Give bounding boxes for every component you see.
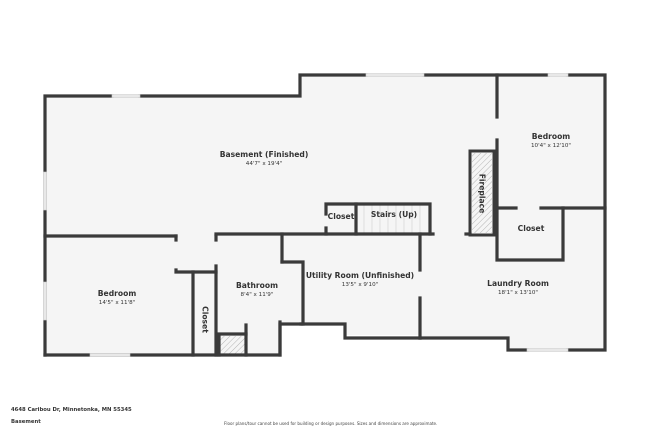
room-name: Bedroom (531, 132, 571, 141)
room-label-bedroom-sw: Bedroom 14'5" x 11'8" (98, 289, 136, 307)
room-dimensions: 10'4" x 12'10" (530, 143, 572, 149)
room-label-laundry-room: Laundry Room 18'1" x 13'10" (487, 279, 549, 297)
stairs-treads (363, 205, 421, 233)
closet-center-label: Closet (327, 212, 355, 221)
room-label-basement-finished: Basement (Finished) 44'7" x 19'4" (220, 150, 309, 168)
room-dimensions: 13'5" x 9'10" (341, 282, 379, 288)
room-dimensions: 18'1" x 13'10" (497, 290, 538, 296)
stairs-label: Stairs (Up) (370, 210, 418, 219)
room-dimensions: 14'5" x 11'8" (98, 300, 136, 306)
room-label-bedroom-ne: Bedroom 10'4" x 12'10" (531, 132, 571, 150)
room-label-bathroom: Bathroom 8'4" x 11'9" (236, 281, 278, 299)
room-dimensions: 44'7" x 19'4" (245, 161, 283, 167)
fireplace-hatch (472, 153, 492, 233)
closet-laundry-label: Closet (517, 224, 545, 233)
room-name: Basement (Finished) (219, 150, 309, 159)
walls (43, 73, 607, 357)
closet-bedroom-label: Closet (200, 306, 210, 333)
room-label-utility-room: Utility Room (Unfinished) 13'5" x 9'10" (306, 271, 414, 289)
room-name: Utility Room (Unfinished) (305, 271, 415, 280)
room-name: Bathroom (235, 281, 279, 290)
bath-chase-hatch (219, 336, 246, 355)
floor-level-label: Basement (11, 419, 41, 425)
room-name: Bedroom (97, 289, 137, 298)
fireplace-label: Fireplace (477, 173, 487, 214)
room-dimensions: 8'4" x 11'9" (240, 292, 274, 298)
disclaimer-text: Floor plans/tour cannot be used for buil… (224, 421, 438, 426)
windows (43, 73, 569, 357)
room-name: Laundry Room (487, 279, 549, 288)
property-address: 4648 Caribou Dr, Minnetonka, MN 55345 (11, 407, 132, 413)
